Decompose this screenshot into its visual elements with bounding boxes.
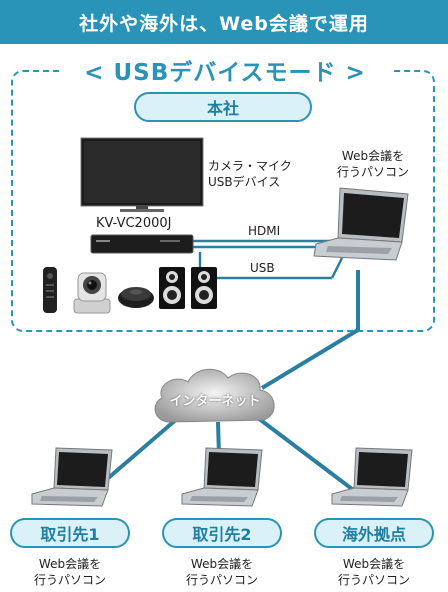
site1-caption: Web会議を 行うパソコン: [10, 556, 130, 588]
device-caption-line2: USBデバイス: [208, 175, 281, 189]
hq-pc-caption-line1: Web会議を: [341, 149, 405, 163]
hdmi-label: HDMI: [248, 224, 281, 238]
tv-monitor-icon: [80, 137, 204, 212]
usb-label: USB: [250, 261, 275, 275]
speaker-right-icon: [191, 267, 217, 309]
site1-laptop-icon: [31, 447, 113, 507]
site3-caption: Web会議を 行うパソコン: [314, 556, 434, 588]
hq-pc-caption: Web会議を 行うパソコン: [318, 148, 428, 180]
speakerphone-mic-icon: [118, 287, 154, 308]
speaker-left-icon: [159, 267, 185, 309]
site2-caption: Web会議を 行うパソコン: [162, 556, 282, 588]
device-model-label: KV-VC2000J: [96, 216, 172, 231]
site1-caption-line2: 行うパソコン: [33, 573, 106, 587]
site3-label: 海外拠点: [314, 518, 434, 548]
video-conference-unit-icon: [90, 234, 194, 254]
remote-control-icon: [43, 267, 57, 313]
mode-title: < USBデバイスモード >: [60, 53, 390, 87]
site2-caption-line1: Web会議を: [190, 557, 254, 571]
internet-label: インターネット: [169, 394, 261, 409]
site1-caption-line1: Web会議を: [38, 557, 102, 571]
site3-caption-line1: Web会議を: [342, 557, 406, 571]
internet-cloud-icon: [154, 368, 275, 423]
site2-label: 取引先2: [162, 518, 282, 548]
hq-pc-caption-line2: 行うパソコン: [336, 165, 409, 179]
device-caption-line1: カメラ・マイク: [208, 159, 292, 173]
site2-laptop-icon: [181, 447, 263, 507]
device-caption: カメラ・マイク USBデバイス: [208, 158, 318, 190]
page-title: 社外や海外は、Web会議で運用: [0, 0, 448, 44]
hq-laptop-icon: [313, 187, 409, 261]
site3-laptop-icon: [331, 447, 413, 507]
ptz-camera-icon: [73, 272, 111, 314]
headquarters-label: 本社: [134, 92, 312, 122]
site3-caption-line2: 行うパソコン: [337, 573, 410, 587]
site1-label: 取引先1: [10, 518, 130, 548]
site2-caption-line2: 行うパソコン: [185, 573, 258, 587]
